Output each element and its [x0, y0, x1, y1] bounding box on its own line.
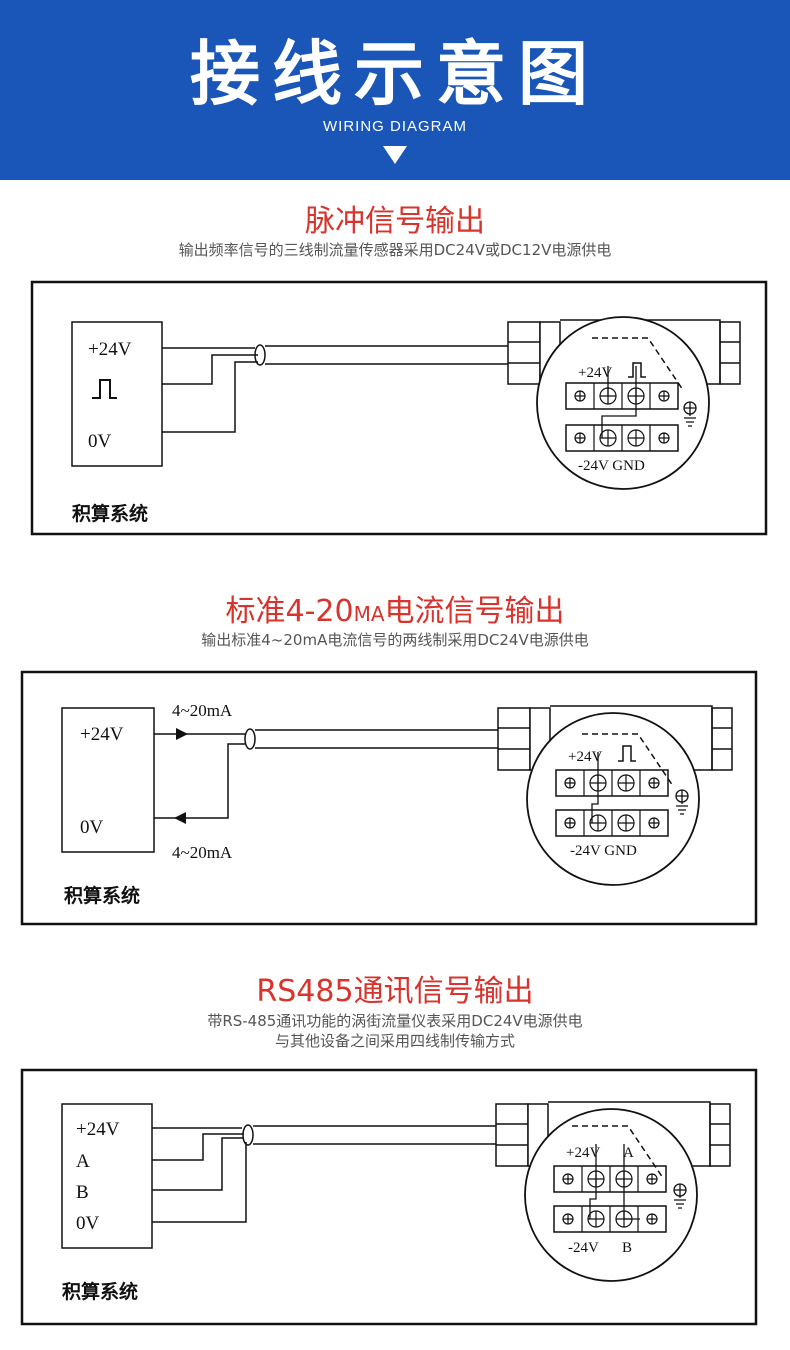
terminal-label-top-1: +24V [566, 1145, 600, 1161]
box-label-b: B [76, 1182, 89, 1203]
rs485-section-title: RS485通讯信号输出 [256, 974, 534, 1009]
arrow-right-icon [176, 728, 188, 740]
integrator-box [61, 707, 155, 853]
system-label: 积算系统 [62, 1280, 138, 1303]
box-label-plus24v: +24V [80, 724, 124, 745]
flowmeter-icon: +24V -24V GND [507, 316, 741, 490]
cable-clamp-icon [242, 1124, 254, 1146]
current-section-title: 标准4-20MA电流信号输出 [225, 594, 565, 629]
diagram-frame [20, 670, 758, 926]
arrow-left-icon [174, 812, 186, 824]
cable-clamp-icon [254, 344, 266, 366]
rs485-wiring-diagram: +24V A B 0V 积算系统 +24V A -24V B [20, 1068, 758, 1326]
down-arrow-icon [383, 146, 407, 164]
terminal-label-bottom: -24V GND [578, 458, 645, 474]
diagram-frame [30, 280, 768, 536]
terminal-label-bottom: -24V GND [570, 843, 637, 859]
system-label: 积算系统 [64, 884, 140, 907]
pulse-icon [92, 379, 117, 399]
box-label-0v: 0V [88, 431, 112, 452]
page-subtitle: WIRING DIAGRAM [323, 118, 467, 135]
integrator-box [71, 321, 163, 467]
terminal-label-top: +24V [568, 749, 602, 765]
box-label-0v: 0V [76, 1213, 100, 1234]
rs485-section-desc-2: 与其他设备之间采用四线制传输方式 [274, 1032, 515, 1050]
terminal-label-top: +24V [578, 365, 612, 381]
current-label-top: 4~20mA [172, 701, 233, 720]
cable-clamp-icon [244, 728, 256, 750]
rs485-section-desc-1: 带RS-485通讯功能的涡街流量仪表采用DC24V电源供电 [207, 1012, 583, 1030]
cable [265, 345, 508, 365]
terminal-label-bottom-1: -24V [568, 1240, 599, 1256]
cable [255, 729, 498, 749]
terminal-label-top-2: A [623, 1145, 634, 1161]
current-wiring-diagram: +24V 0V 4~20mA 4~20mA 积算系统 +24V -24V GND [20, 670, 758, 926]
pulse-wiring-diagram: +24V 0V 积算系统 +24V -24V GND [30, 280, 768, 536]
box-label-a: A [76, 1151, 90, 1172]
page-title: 接线示意图 [190, 33, 600, 115]
flowmeter-icon: +24V A -24V B [495, 1101, 731, 1282]
box-label-0v: 0V [80, 817, 104, 838]
flowmeter-icon: +24V -24V GND [497, 705, 733, 886]
diagram-frame [20, 1068, 758, 1326]
current-label-bottom: 4~20mA [172, 843, 233, 862]
integrator-box [61, 1103, 153, 1249]
pulse-section-desc: 输出频率信号的三线制流量传感器采用DC24V或DC12V电源供电 [178, 241, 612, 259]
header-banner: 接线示意图 WIRING DIAGRAM [0, 0, 790, 180]
box-label-plus24v: +24V [76, 1119, 120, 1140]
current-section-desc: 输出标准4~20mA电流信号的两线制采用DC24V电源供电 [201, 631, 589, 649]
box-label-plus24v: +24V [88, 339, 132, 360]
pulse-section-title: 脉冲信号输出 [305, 204, 485, 239]
cable [253, 1125, 496, 1145]
terminal-label-bottom-2: B [622, 1240, 632, 1256]
system-label: 积算系统 [72, 502, 148, 525]
